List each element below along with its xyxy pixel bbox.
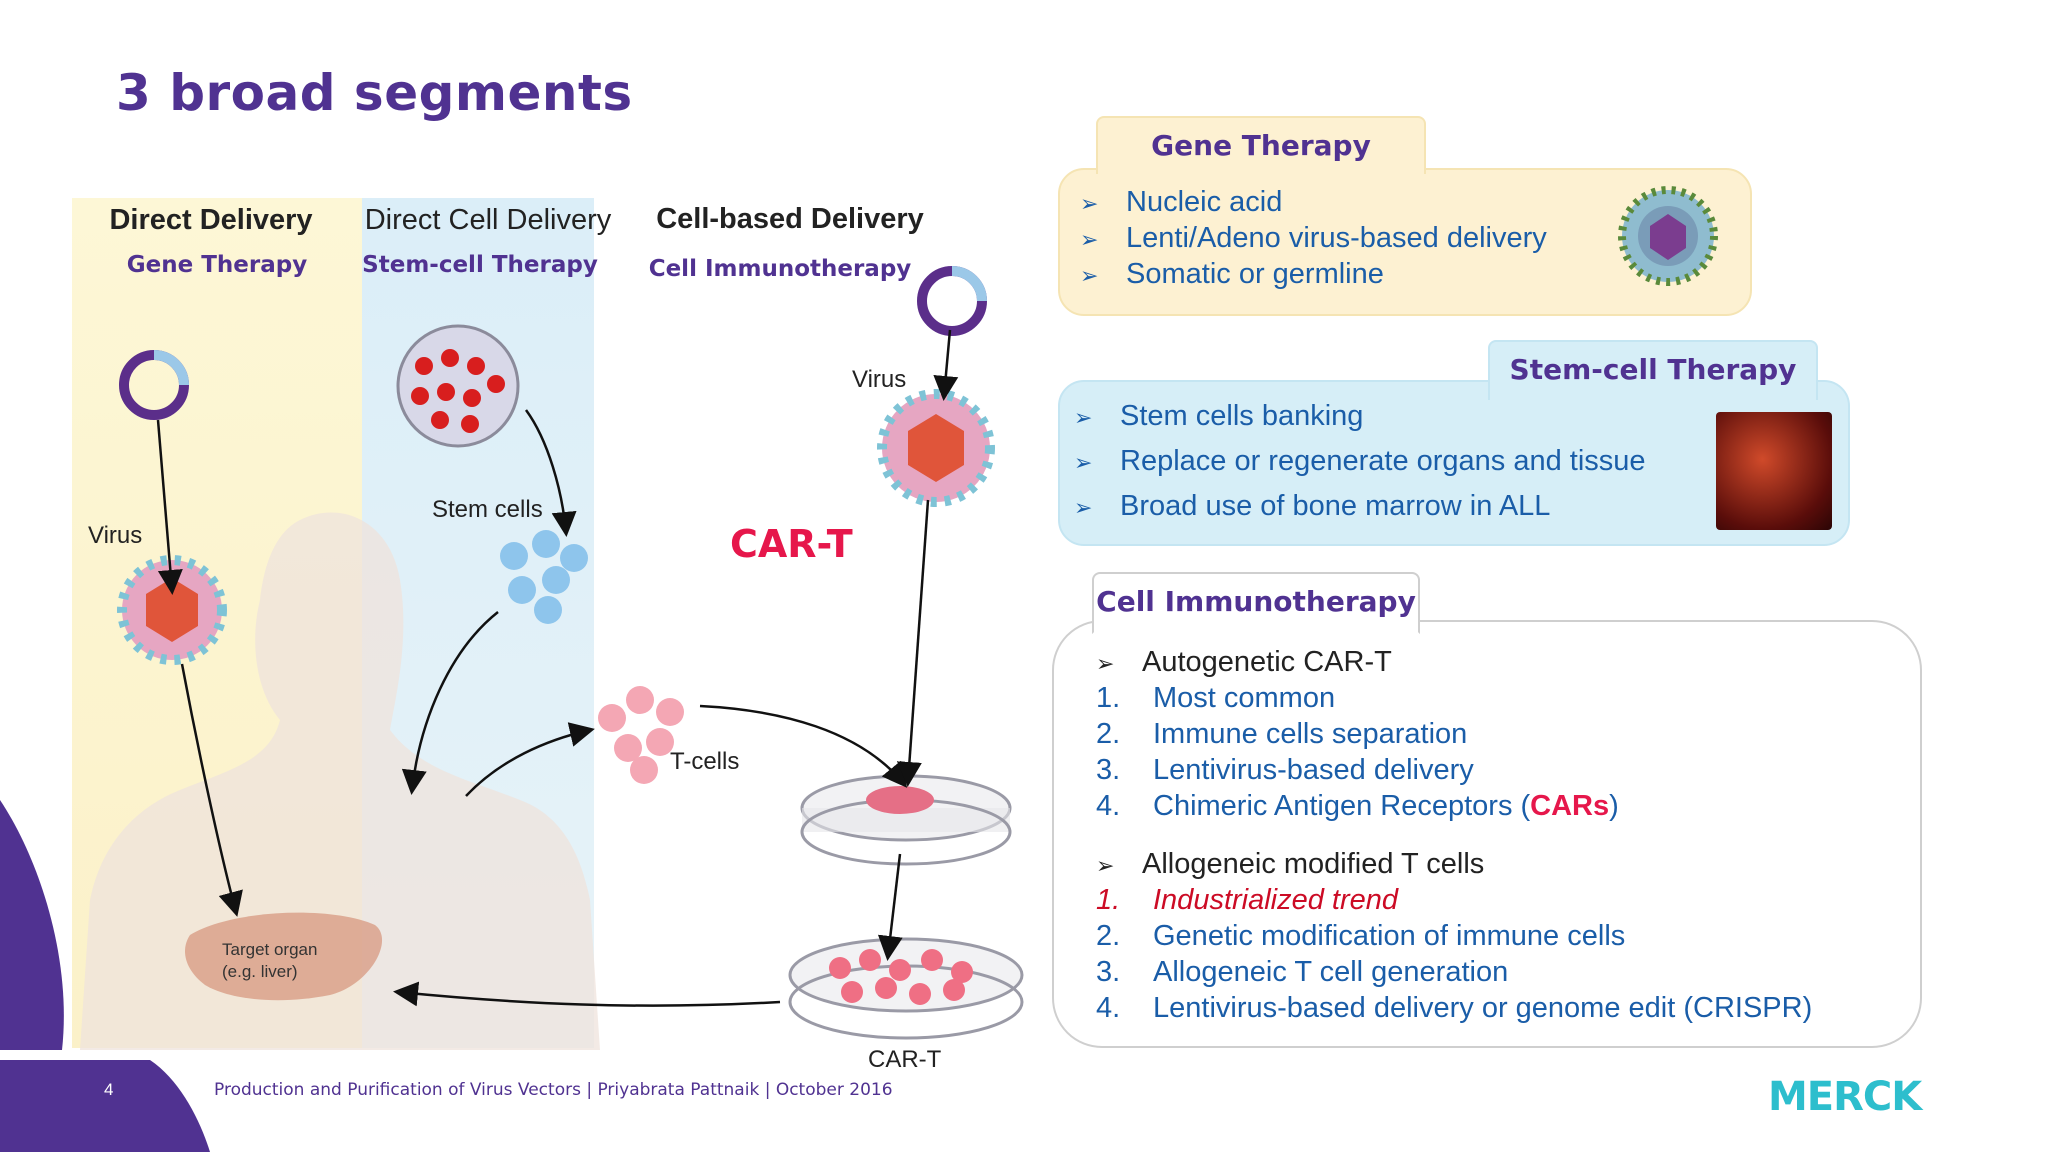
page-number: 4 bbox=[104, 1080, 114, 1099]
autogenetic-item-4: 4.Chimeric Antigen Receptors (CARs) bbox=[1096, 790, 1619, 822]
column-heading-cell-based-delivery: Cell-based Delivery bbox=[656, 203, 924, 235]
car-t-bottom-label: CAR-T bbox=[868, 1046, 942, 1073]
arrow-bullet-icon: ➢ bbox=[1096, 853, 1115, 878]
stem-cell-micrograph-image bbox=[1716, 412, 1832, 530]
arrow-bullet-icon: ➢ bbox=[1080, 191, 1099, 216]
cell-immunotherapy-panel bbox=[1052, 620, 1922, 1048]
human-figure bbox=[80, 512, 600, 1050]
arrow-bullet-icon: ➢ bbox=[1074, 405, 1093, 430]
allogeneic-item-1: 1.Industrialized trend bbox=[1096, 884, 1399, 916]
gene-item-3: ➢Somatic or germline bbox=[1080, 258, 1384, 290]
arrow-bullet-icon: ➢ bbox=[1096, 651, 1115, 676]
merck-logo: MERCK bbox=[1768, 1074, 1922, 1120]
gene-therapy-tab-label: Gene Therapy bbox=[1151, 129, 1371, 162]
gene-item-2: ➢Lenti/Adeno virus-based delivery bbox=[1080, 222, 1547, 254]
allogeneic-item-4: 4.Lentivirus-based delivery or genome ed… bbox=[1096, 992, 1813, 1024]
column-heading-direct-delivery: Direct Delivery bbox=[109, 204, 313, 236]
liver-organ bbox=[185, 912, 383, 1001]
autogenetic-item-1: 1.Most common bbox=[1096, 682, 1336, 714]
allogeneic-item-2: 2.Genetic modification of immune cells bbox=[1096, 920, 1626, 952]
page-title: 3 broad segments bbox=[116, 64, 633, 122]
gene-item-1: ➢Nucleic acid bbox=[1080, 186, 1283, 218]
stem-item-1: ➢Stem cells banking bbox=[1074, 400, 1364, 432]
target-organ-label: Target organ bbox=[222, 940, 318, 959]
cell-immunotherapy-tab-label: Cell Immunotherapy bbox=[1096, 585, 1416, 618]
autogenetic-item-2: 2.Immune cells separation bbox=[1096, 718, 1468, 750]
footer-text: Production and Purification of Virus Vec… bbox=[214, 1080, 893, 1100]
cell-immunotherapy-tab: Cell Immunotherapy bbox=[1092, 572, 1420, 634]
arrow-bullet-icon: ➢ bbox=[1080, 227, 1099, 252]
allogeneic-item-3: 3.Allogeneic T cell generation bbox=[1096, 956, 1509, 988]
stem-cells-label: Stem cells bbox=[432, 496, 543, 523]
virus-label-right: Virus bbox=[852, 366, 907, 393]
column-sub-cell-immunotherapy: Cell Immunotherapy bbox=[648, 256, 912, 282]
arrow-bullet-icon: ➢ bbox=[1074, 450, 1093, 475]
gene-therapy-tab: Gene Therapy bbox=[1096, 116, 1426, 174]
column-sub-gene-therapy: Gene Therapy bbox=[126, 252, 308, 278]
column-sub-stem-cell-therapy: Stem-cell Therapy bbox=[362, 252, 598, 278]
t-cells-label: T-cells bbox=[670, 748, 740, 775]
virus-label-left: Virus bbox=[88, 522, 143, 549]
autogenetic-heading: ➢Autogenetic CAR-T bbox=[1096, 646, 1392, 678]
virus-image bbox=[1618, 186, 1718, 286]
arrow-bullet-icon: ➢ bbox=[1074, 495, 1093, 520]
target-organ-example: (e.g. liver) bbox=[222, 962, 298, 981]
stem-item-3: ➢Broad use of bone marrow in ALL bbox=[1074, 490, 1551, 522]
stem-cell-tab-label: Stem-cell Therapy bbox=[1509, 353, 1797, 386]
car-t-label: CAR-T bbox=[730, 522, 853, 566]
arrow-bullet-icon: ➢ bbox=[1080, 263, 1099, 288]
column-heading-direct-cell-delivery: Direct Cell Delivery bbox=[364, 204, 612, 236]
autogenetic-item-3: 3.Lentivirus-based delivery bbox=[1096, 754, 1474, 786]
stem-cell-tab: Stem-cell Therapy bbox=[1488, 340, 1818, 400]
stem-item-2: ➢Replace or regenerate organs and tissue bbox=[1074, 445, 1646, 477]
allogeneic-heading: ➢Allogeneic modified T cells bbox=[1096, 848, 1485, 880]
